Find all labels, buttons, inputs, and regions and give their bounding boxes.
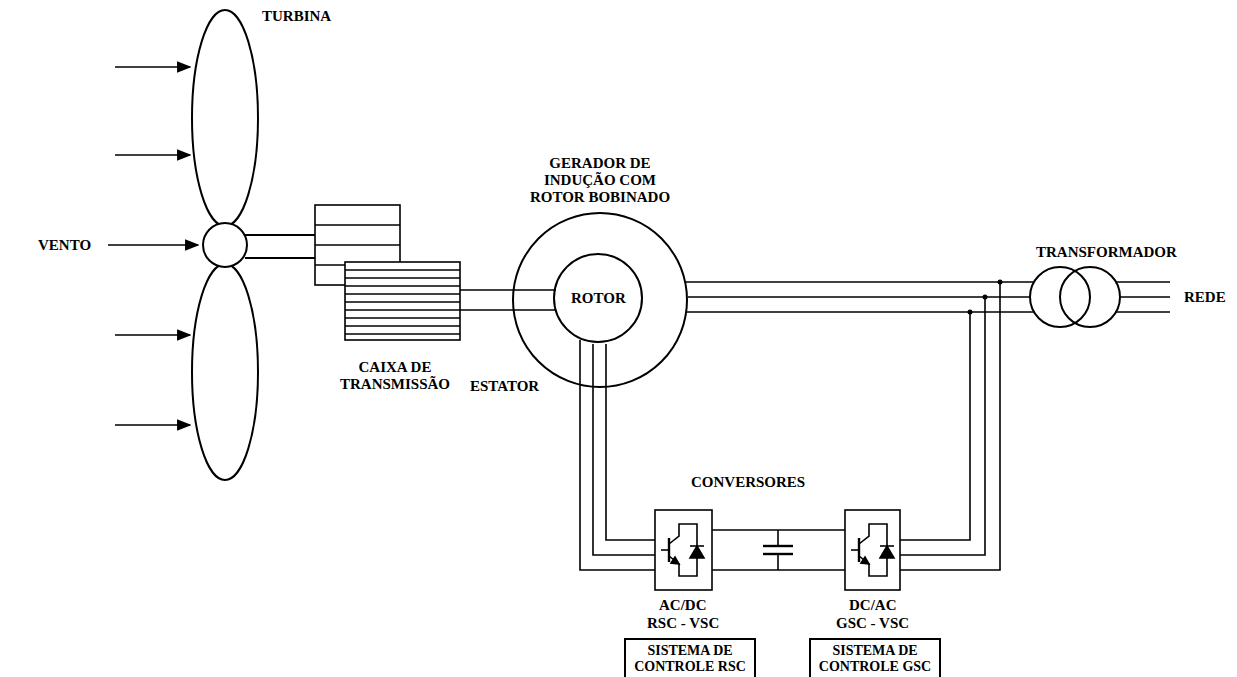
stator-label: ESTATOR: [470, 378, 539, 395]
grid-label: REDE: [1184, 289, 1226, 306]
turbine-rotor: [192, 10, 315, 480]
control-box: SISTEMA DE CONTROLE GSC: [809, 638, 941, 677]
control-box-text: SISTEMA DE CONTROLE RSC: [631, 643, 749, 675]
rotor-circle: ROTOR: [553, 253, 643, 343]
wind-label: VENTO: [38, 237, 91, 254]
rotor-text: ROTOR: [571, 290, 626, 307]
converters-label: CONVERSORES: [691, 474, 805, 491]
junction-dots: [968, 280, 1003, 315]
gearbox: [315, 205, 460, 340]
generator-heading: GERADOR DE INDUÇÃO COM ROTOR BOBINADO: [525, 155, 675, 206]
generator-circle: GERADOR DE INDUÇÃO COM ROTOR BOBINADOROT…: [512, 212, 688, 388]
gsc-converter: [845, 510, 900, 590]
wiring: [460, 282, 1170, 570]
rsc-converter: [655, 510, 712, 590]
gearbox-label: CAIXA DE TRANSMISSÃO: [325, 359, 465, 393]
converter-name-label: GSC - VSC: [836, 615, 909, 632]
turbine-label: TURBINA: [262, 8, 331, 25]
wind-arrows: [108, 67, 198, 425]
control-box: SISTEMA DE CONTROLE RSC: [624, 638, 756, 677]
converter-name-label: RSC - VSC: [647, 615, 719, 632]
control-box-text: SISTEMA DE CONTROLE GSC: [816, 643, 934, 675]
converter-type-label: DC/AC: [849, 597, 897, 614]
transformer-symbol: [1030, 267, 1120, 327]
converter-type-label: AC/DC: [659, 597, 707, 614]
transformer-label: TRANSFORMADOR: [1036, 244, 1177, 261]
